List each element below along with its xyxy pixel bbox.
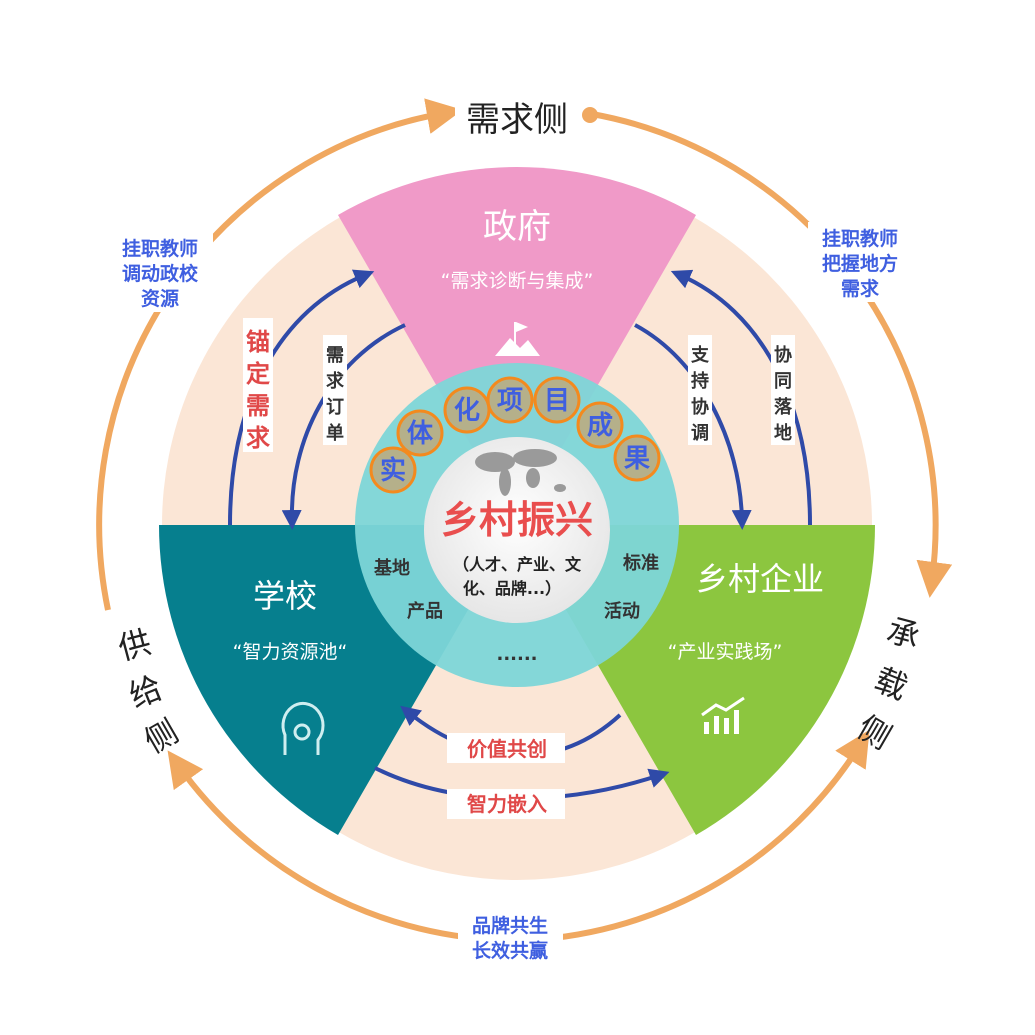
demand-side-label: 需求侧 [466,100,568,140]
bubble-char: 体 [407,419,434,449]
support-label-char: 持 [691,370,709,392]
bubble-char: 目 [544,386,570,416]
flag-mountain-icon [495,322,540,356]
right-note-3: 需求 [841,277,880,300]
right-note-2: 把握地方 [822,252,898,275]
carrier-side-char-1: 承 [883,611,924,656]
support-label-char: 调 [691,423,709,444]
arrow-gov-to-school [281,323,406,530]
arrow-gov-to-enterprise [634,323,752,530]
bubble [576,401,624,449]
anchor-label-char: 定 [246,360,270,388]
supply-side-char-3: 侧 [138,712,185,761]
hub-subtitle-2: 化、品牌...） [463,579,561,598]
bubble-arc: 实体化项目成果 [369,376,661,494]
intellect-embed-label: 智力嵌入 [467,792,547,816]
landing-label-char: 协 [774,344,792,366]
bottom-note-1: 品牌共生 [472,914,548,937]
landing-label-char: 落 [774,397,793,418]
ring-start-dot [582,107,598,123]
enterprise-title: 乡村企业 [696,560,824,598]
enterprise-subtitle: “产业实践场” [668,641,783,663]
supply-side-char-1: 供 [114,623,155,668]
anchor-label-char: 需 [246,392,270,420]
anchor-label-char: 锚 [246,328,270,356]
bubble-char: 成 [587,411,613,441]
bubble-char: 实 [380,455,406,486]
bubble-char: 项 [497,386,523,416]
carrier-side-char-2: 载 [869,660,913,707]
bubble [613,434,661,482]
support-label-char: 支 [690,344,710,366]
hub-item-more: ...... [496,644,537,665]
bubble-char: 果 [624,444,650,474]
order-label-char: 订 [326,397,344,418]
hub-item-product: 产品 [407,600,443,622]
value-cocreation-label: 价值共创 [467,737,547,761]
bottom-note-2: 长效共赢 [472,939,548,962]
school-title: 学校 [253,577,317,615]
left-note-1: 挂职教师 [122,237,198,260]
hub-subtitle-1: （人才、产业、文 [453,555,582,574]
hub-center [424,437,610,623]
bubble [533,376,581,424]
landing-label-char: 地 [774,422,792,444]
right-note-1: 挂职教师 [822,227,898,250]
left-note-3: 资源 [141,287,179,310]
world-map-icon [475,449,566,496]
supply-side-char-2: 给 [124,668,168,715]
left-note-2: 调动政校 [122,262,199,285]
order-label-char: 单 [326,422,344,444]
support-label-char: 协 [691,396,709,418]
hub-item-standard: 标准 [622,552,659,574]
bubble [396,409,444,457]
bubble [369,446,417,494]
hub-title: 乡村振兴 [441,498,593,542]
hub-item-base: 基地 [373,557,410,579]
growth-chart-icon [701,696,745,734]
government-subtitle: “需求诊断与集成” [441,270,594,292]
order-label-char: 需 [326,345,344,366]
landing-label-char: 同 [774,371,792,392]
anchor-label-char: 求 [246,424,270,452]
head-gear-icon [281,701,325,755]
school-subtitle: “智力资源池“ [233,641,348,663]
bubble-char: 化 [454,396,480,426]
order-label-char: 求 [326,370,345,392]
hub-item-activity: 活动 [604,600,640,622]
bubble [486,376,534,424]
government-title: 政府 [483,207,551,247]
